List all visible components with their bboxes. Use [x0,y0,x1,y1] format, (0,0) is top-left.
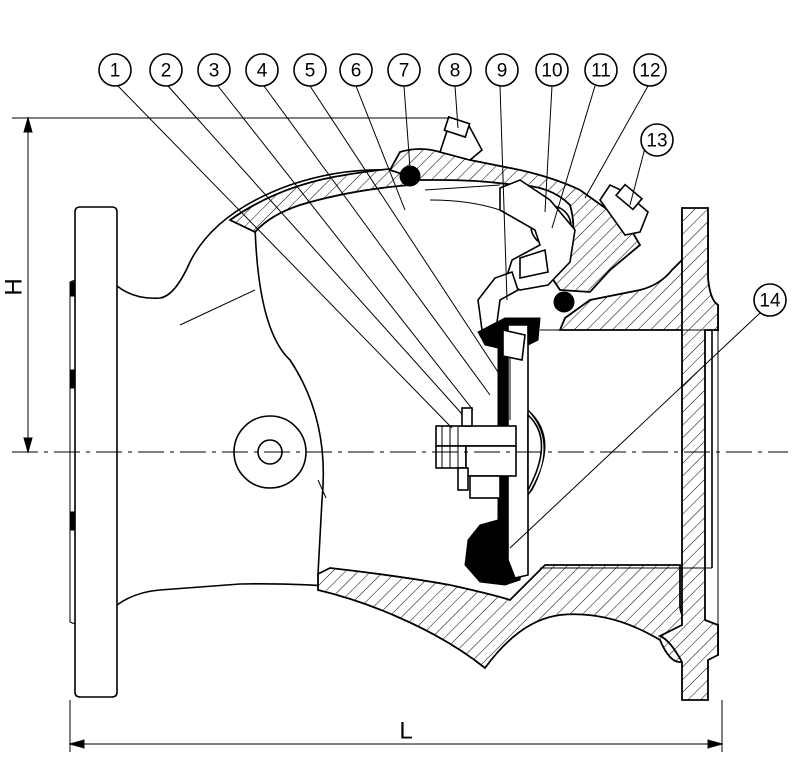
callout-label: 6 [351,61,362,82]
height-label: H [1,278,28,295]
callout-1: 1 [98,53,132,87]
o-ring-bottom [553,291,575,313]
callout-label: 1 [110,61,121,82]
callout-2: 2 [149,53,183,87]
callout-label: 13 [646,131,667,152]
callout-label: 12 [639,61,660,82]
disc-assembly [435,270,546,586]
callout-label: 11 [591,61,611,82]
callout-label: 5 [305,61,316,82]
callout-label: 4 [257,61,268,82]
callout-label: 2 [161,61,172,82]
o-ring-top [399,165,421,187]
callout-7: 7 [387,53,421,87]
callout-label: 14 [759,291,781,312]
callout-9: 9 [485,53,519,87]
callout-10: 10 [535,53,569,87]
valve-body [116,167,719,701]
dimension-h: H [1,116,450,454]
callout-5: 5 [293,53,327,87]
callout-label: 7 [399,61,410,82]
callout-12: 12 [633,53,667,87]
callout-label: 10 [541,61,562,82]
callout-6: 6 [339,53,373,87]
callout-label: 3 [209,61,220,82]
leader-lines [117,85,761,549]
bonnet-cover [388,115,649,313]
callout-8: 8 [438,53,472,87]
callout-label: 9 [497,61,508,82]
callout-4: 4 [245,53,279,87]
length-label: L [399,718,412,745]
callout-11: 11 [584,53,618,87]
callout-14: 14 [753,283,787,317]
callout-3: 3 [197,53,231,87]
callout-label: 8 [450,61,461,82]
callout-13: 13 [640,123,674,157]
dimension-l: L [68,700,724,752]
